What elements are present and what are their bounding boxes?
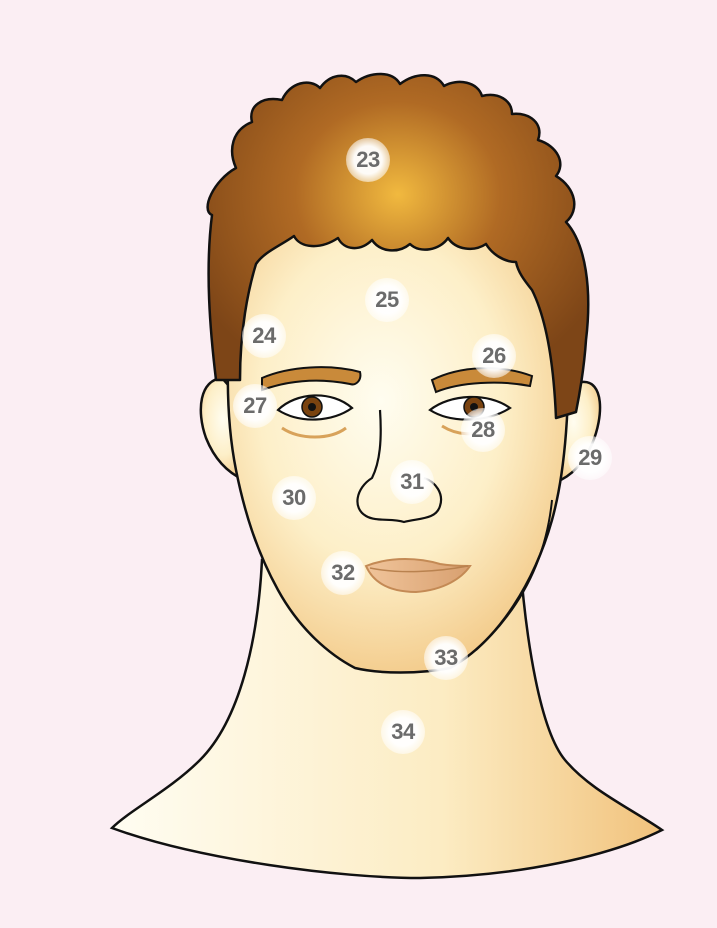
point-label: 30 xyxy=(282,485,305,511)
point-marker-32: 32 xyxy=(321,551,365,595)
point-label: 25 xyxy=(375,287,398,313)
point-label: 33 xyxy=(434,645,457,671)
point-label: 29 xyxy=(578,445,601,471)
point-marker-26: 26 xyxy=(472,334,516,378)
point-label: 32 xyxy=(331,560,354,586)
point-label: 27 xyxy=(243,393,266,419)
point-label: 31 xyxy=(400,469,423,495)
point-marker-31: 31 xyxy=(390,460,434,504)
point-marker-27: 27 xyxy=(233,384,277,428)
point-label: 26 xyxy=(482,343,505,369)
point-marker-28: 28 xyxy=(461,408,505,452)
point-label: 28 xyxy=(471,417,494,443)
left-pupil xyxy=(308,403,316,411)
point-marker-25: 25 xyxy=(365,278,409,322)
point-marker-24: 24 xyxy=(242,314,286,358)
point-label: 34 xyxy=(391,719,414,745)
point-marker-30: 30 xyxy=(272,476,316,520)
point-label: 23 xyxy=(356,147,379,173)
point-marker-23: 23 xyxy=(346,138,390,182)
point-marker-33: 33 xyxy=(424,636,468,680)
point-marker-29: 29 xyxy=(568,436,612,480)
point-marker-34: 34 xyxy=(381,710,425,754)
point-label: 24 xyxy=(252,323,275,349)
